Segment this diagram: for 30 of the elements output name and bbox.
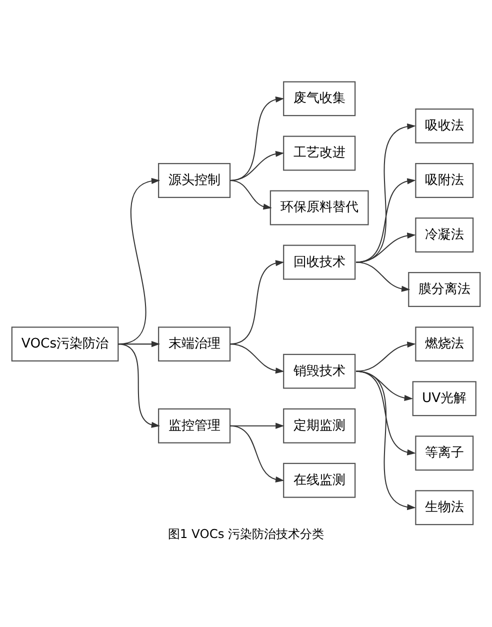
node-box: 源头控制 [158,162,231,198]
node-box: 销毁技术 [283,354,356,389]
arrow [230,180,272,210]
arrow [356,178,416,263]
node-box: 燃烧法 [415,326,474,362]
node-box: 吸附法 [415,162,474,198]
node-box: 等离子 [415,436,474,471]
arrow [356,232,416,263]
node-box: 环保原料替代 [270,190,369,226]
node-box: 冷凝法 [415,218,474,252]
node-box: 监控管理 [158,408,231,444]
node-box: 在线监测 [283,462,356,498]
arrow [356,262,410,292]
node-box: UV光解 [412,381,476,416]
node-box: 生物法 [415,490,474,526]
node-box: 末端治理 [158,326,231,362]
node-box: 膜分离法 [408,272,481,308]
caption: 图1 VOCs 污染防治技术分类 [168,527,324,542]
node-box: 定期监测 [283,408,356,444]
node-box: 废气收集 [283,81,356,116]
arrow [356,124,416,263]
arrow [118,344,160,428]
node-box: 回收技术 [283,244,356,280]
node-box: 吸收法 [415,108,474,144]
arrow [230,425,284,482]
arrow [356,342,416,372]
arrow [356,370,416,510]
arrow [230,344,284,374]
node-box: VOCs污染防治 [11,326,119,362]
node-box: 工艺改进 [283,136,356,171]
